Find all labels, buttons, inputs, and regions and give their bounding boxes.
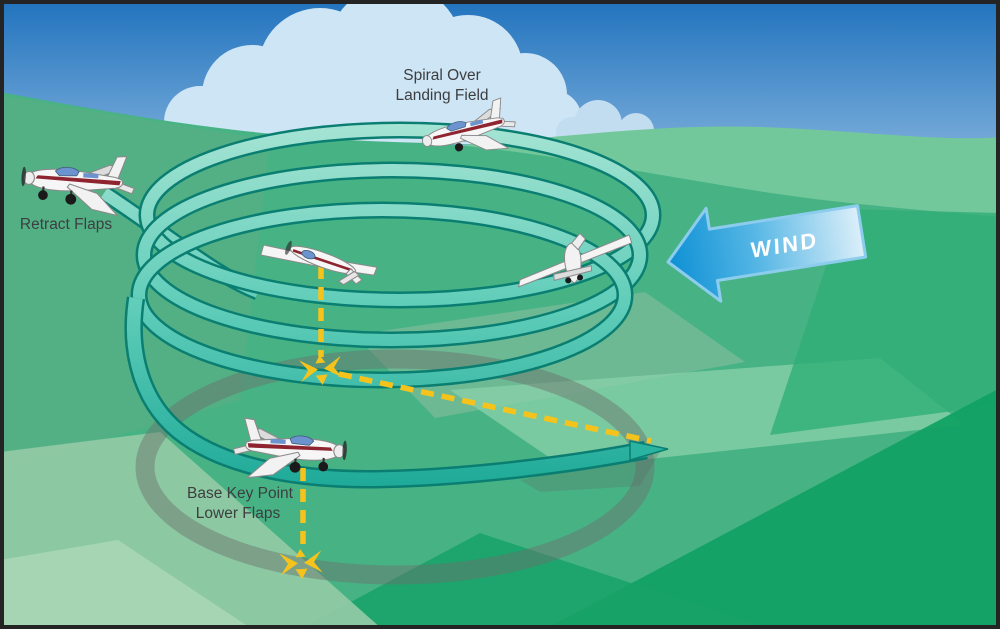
dashed-projection-lines <box>300 266 652 551</box>
airplane-top-of-spiral-icon <box>421 97 516 152</box>
spiral-path-tip <box>629 440 669 461</box>
key-point-marker-upper <box>298 355 344 385</box>
base-key-line2: Lower Flaps <box>196 505 281 522</box>
retract-flaps-label: Retract Flaps <box>20 216 112 233</box>
base-key-line1: Base Key Point <box>187 485 294 502</box>
spiral-title-line1: Spiral Over <box>403 67 481 84</box>
dashed-line-diagonal <box>338 371 652 444</box>
airplane-downwind-rear-icon <box>518 232 633 288</box>
airplane-retract-flaps-icon <box>21 156 135 217</box>
spiral-title-line2: Landing Field <box>395 87 488 104</box>
spiral-title-label: Spiral Over Landing Field <box>395 67 488 104</box>
wind-arrow-icon: WIND <box>666 204 868 303</box>
key-point-marker-lower <box>279 549 323 579</box>
base-key-label: Base Key Point Lower Flaps <box>187 485 294 522</box>
airplane-mid-spiral-icon <box>260 240 378 286</box>
ground-track-ellipse <box>135 349 655 585</box>
airplane-base-key-point-icon <box>232 417 347 479</box>
